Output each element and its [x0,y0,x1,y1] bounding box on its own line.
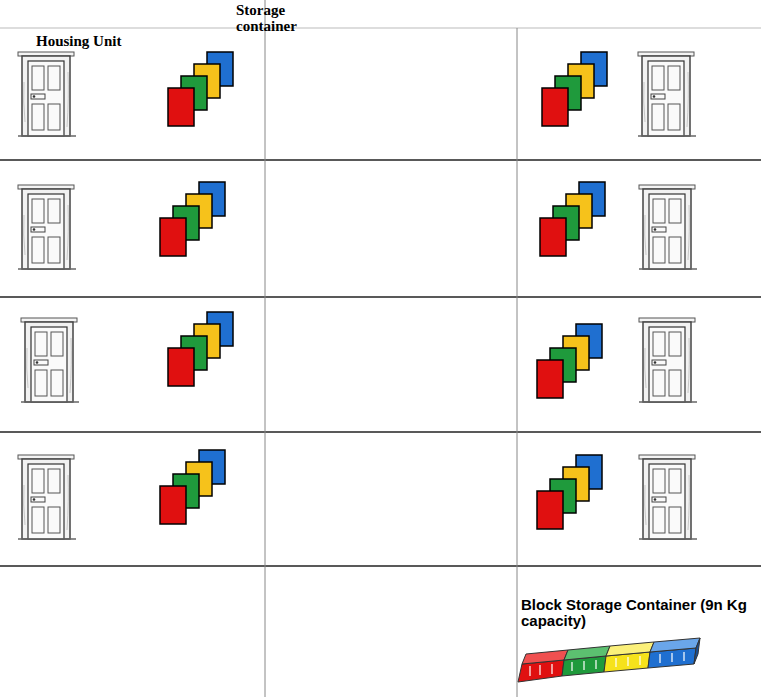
text-label: Storage container [236,3,320,35]
text-label: Housing Unit [36,34,176,50]
text-label: Block Storage Container (9n Kg capacity) [521,597,757,629]
